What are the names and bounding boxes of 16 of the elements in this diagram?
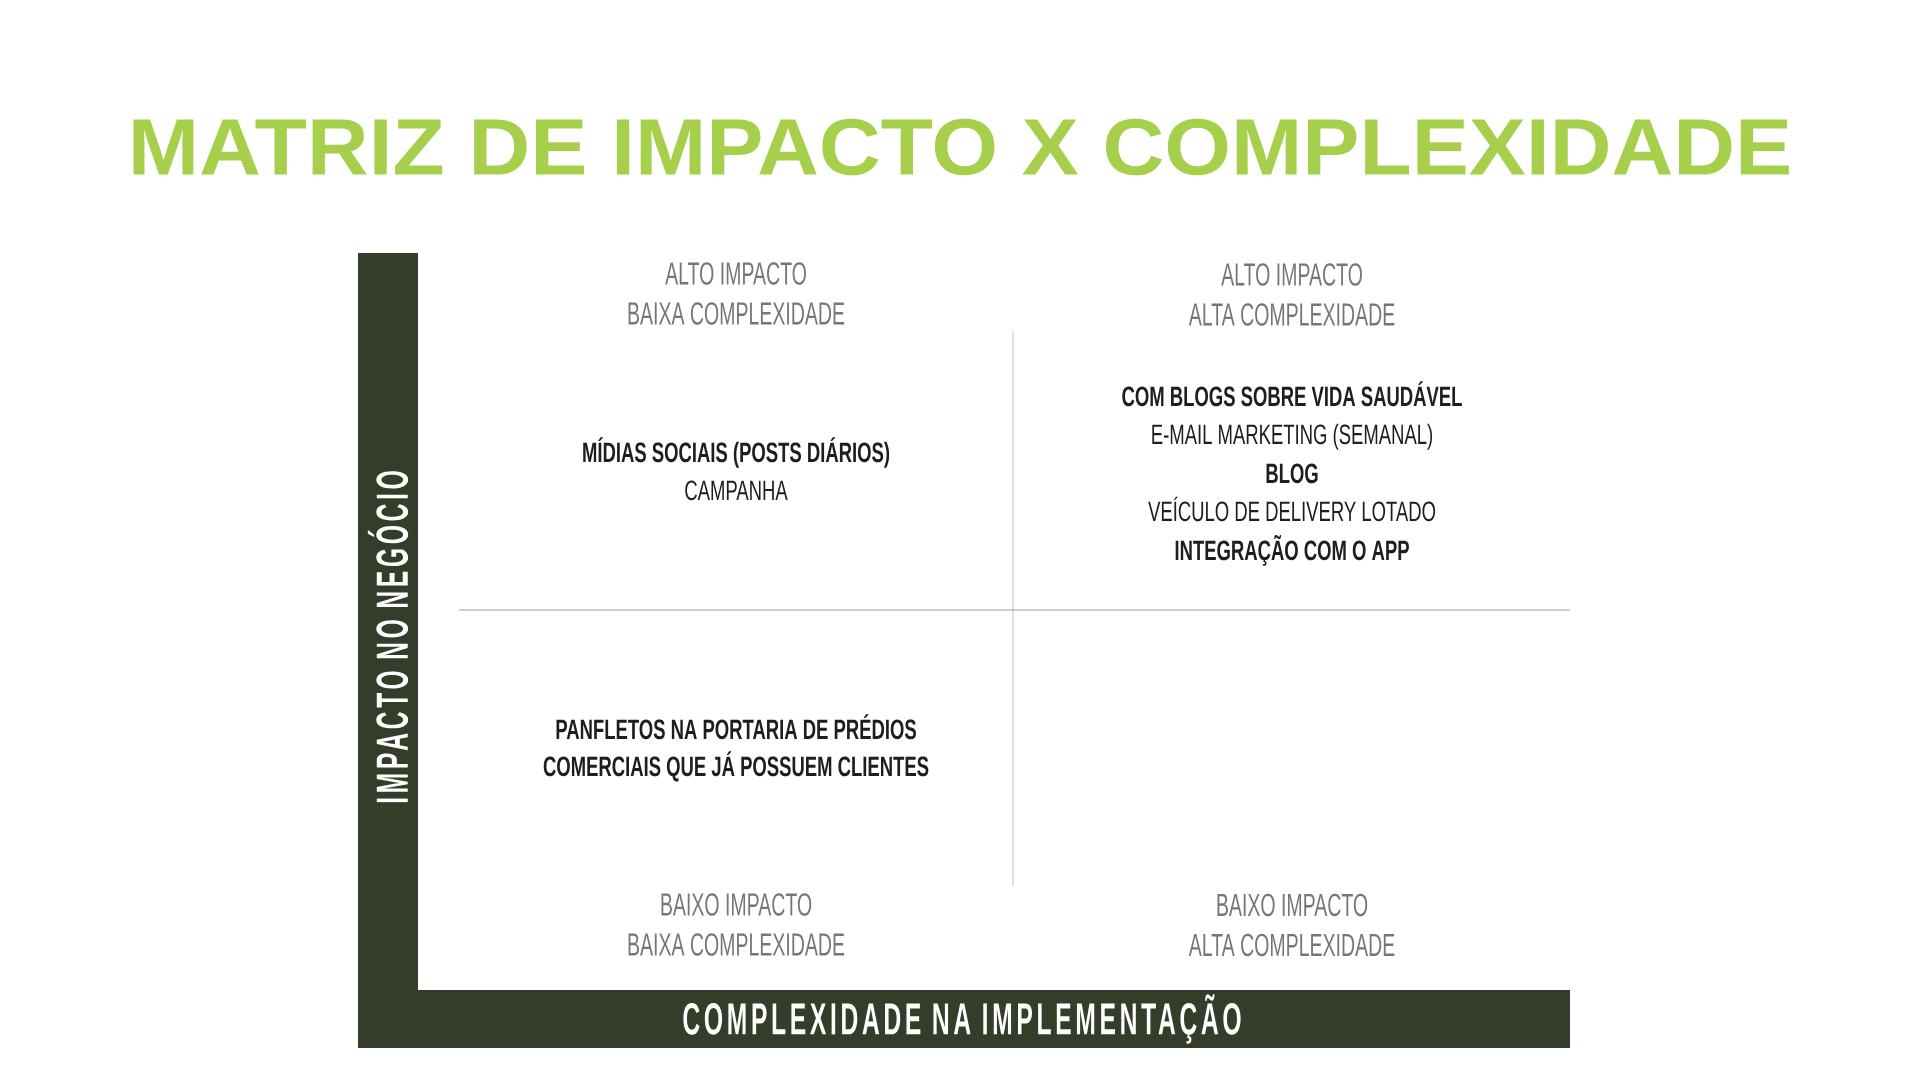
quadrant-label: BAIXO IMPACTO BAIXA COMPLEXIDADE xyxy=(628,893,845,956)
vertical-axis-bar: IMPACTO NO NEGÓCIO xyxy=(358,253,418,990)
quadrant-item: VEÍCULO DE DELIVERY LOTADO xyxy=(1148,496,1436,522)
quadrant-item: E-MAIL MARKETING (SEMANAL) xyxy=(1152,423,1433,450)
title: MATRIZ DE IMPACTO X COMPLEXIDADE xyxy=(133,118,1789,176)
quadrant-item: MÍDIAS SOCIAIS (POSTS DIÁRIOS) xyxy=(583,437,890,468)
quadrant-item: BLOG xyxy=(1266,463,1318,484)
quadrant-item: PANFLETOS NA PORTARIA DE PRÉDIOS COMERCIAIS QUE JÁ POSSUEM CLIENTES xyxy=(543,714,929,782)
quadrant-item: INTEGRAÇÃO COM O APP xyxy=(1175,535,1409,566)
quadrant-item: COM BLOGS SOBRE VIDA SAUDÁVEL xyxy=(1122,381,1462,407)
node-label: IMPACTO NO NEGÓCIO xyxy=(367,471,409,803)
quadrant-label: ALTO IMPACTO ALTA COMPLEXIDADE xyxy=(1188,263,1395,326)
quadrant-label: BAIXO IMPACTO ALTA COMPLEXIDADE xyxy=(1188,893,1395,957)
quadrant-item: CAMPANHA xyxy=(685,480,788,501)
quadrant-label: ALTO IMPACTO BAIXA COMPLEXIDADE xyxy=(628,262,845,325)
horizontal-axis-bar: COMPLEXIDADE NA IMPLEMENTAÇÃO xyxy=(358,990,1570,1048)
